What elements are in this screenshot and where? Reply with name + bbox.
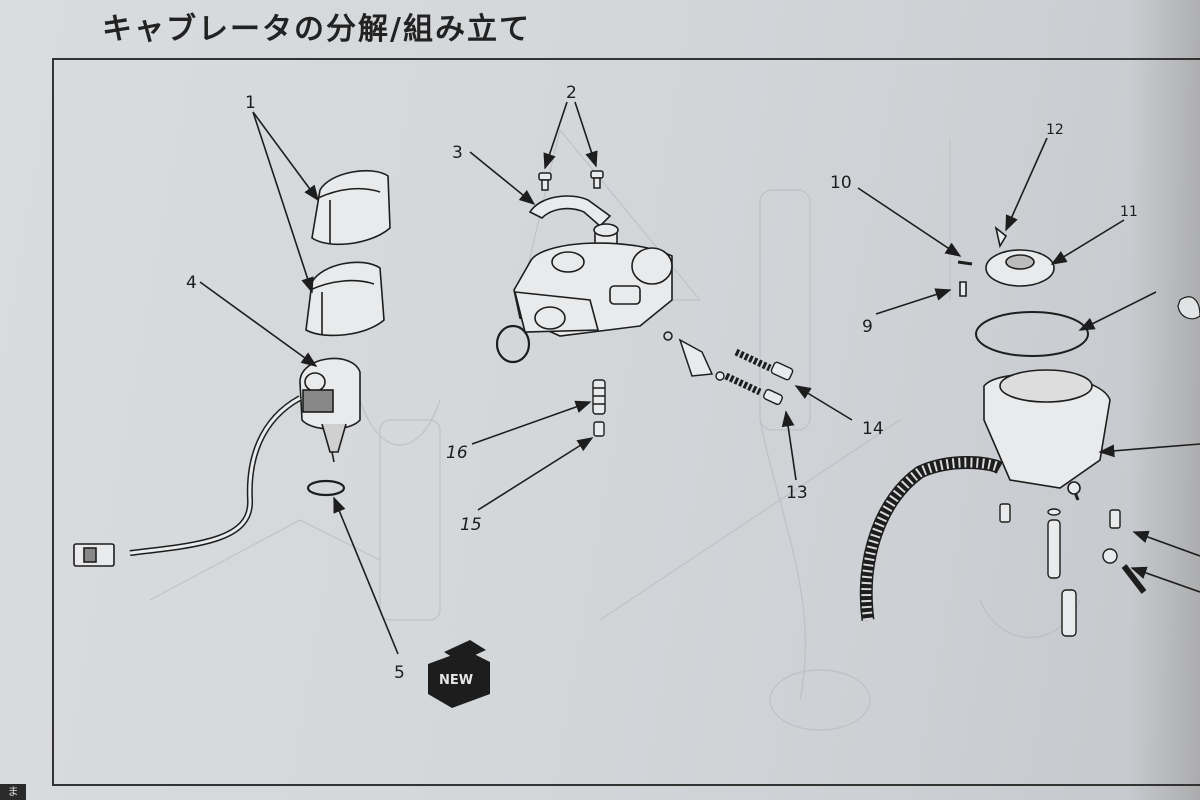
callout-4: 4 (186, 273, 197, 293)
o-ring (306, 479, 346, 497)
callout-2: 2 (566, 83, 577, 103)
callout-11: 11 (1120, 204, 1138, 220)
needle-jet (593, 421, 605, 437)
callout-9: 9 (862, 317, 873, 337)
new-badge-label: NEW (439, 673, 473, 688)
new-part-icon: NEW (428, 640, 490, 708)
choke-connector (73, 543, 115, 567)
fuel-hose (859, 456, 1004, 621)
callout-labels: 1 2 3 4 5 9 10 11 12 13 14 15 16 (186, 83, 1138, 683)
leader-lines (199, 101, 1200, 655)
diagram-frame (52, 58, 1200, 786)
carburetor-body (513, 223, 673, 337)
callout-1: 1 (245, 93, 256, 113)
float-chamber-parts (957, 225, 1111, 501)
intake-boot-lower (305, 261, 385, 337)
top-cover-plate (528, 195, 612, 228)
elbow-fitting (663, 331, 714, 377)
callout-3: 3 (452, 143, 463, 163)
screw-pair (538, 170, 604, 191)
page-tab-marker: ま (0, 784, 26, 800)
page-title: キャブレータの分解/組み立て (102, 12, 531, 47)
spring-tube-upper (1177, 296, 1200, 320)
carb-gasket-ring (495, 324, 531, 364)
auto-choke (299, 357, 361, 463)
choke-wire (129, 395, 302, 556)
callout-13: 13 (786, 483, 808, 503)
callout-5: 5 (394, 663, 405, 683)
drain-parts (999, 503, 1147, 637)
callout-15: 15 (460, 515, 482, 535)
callout-12: 12 (1046, 122, 1064, 138)
callout-16: 16 (446, 443, 468, 463)
callout-14: 14 (862, 419, 884, 439)
bleed-through-print (149, 128, 1081, 731)
intake-boot-upper (311, 169, 391, 246)
pilot-screw-assembly (715, 348, 794, 406)
callout-10: 10 (830, 173, 852, 193)
main-jet (592, 379, 606, 415)
